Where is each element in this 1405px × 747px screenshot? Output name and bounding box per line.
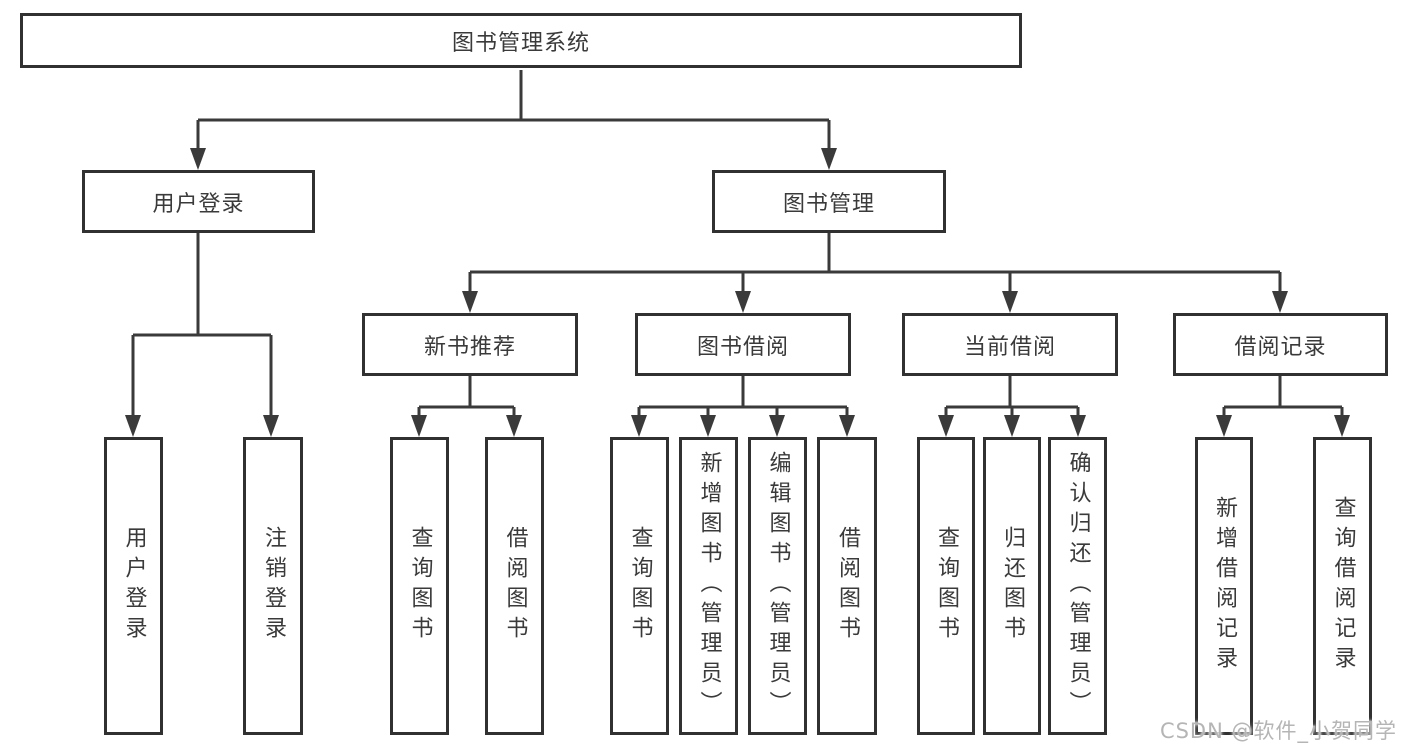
node-book-management-label: 图书管理	[782, 191, 875, 217]
node-borrow-records: 借阅记录	[1173, 313, 1388, 376]
leaf-borrow-book-recommend-label: 借阅图书	[502, 526, 528, 646]
node-user-login: 用户登录	[82, 170, 315, 233]
leaf-confirm-return-admin: 确认归还（管理员）	[1048, 437, 1107, 735]
leaf-add-book-admin: 新增图书（管理员）	[679, 437, 738, 735]
leaf-query-book-borrow: 查询图书	[610, 437, 669, 735]
node-book-borrow-label: 图书借阅	[696, 334, 789, 360]
node-current-borrow-label: 当前借阅	[963, 334, 1056, 360]
node-borrow-records-label: 借阅记录	[1234, 334, 1327, 360]
leaf-edit-book-admin: 编辑图书（管理员）	[748, 437, 807, 735]
leaf-logout: 注销登录	[243, 437, 303, 735]
leaf-return-book: 归还图书	[983, 437, 1041, 735]
csdn-watermark: CSDN @软件_小贺同学	[1159, 719, 1397, 743]
node-new-book-recommend-label: 新书推荐	[423, 334, 516, 360]
node-book-borrow: 图书借阅	[635, 313, 851, 376]
leaf-add-borrow-record: 新增借阅记录	[1195, 437, 1253, 735]
leaf-borrow-book-recommend: 借阅图书	[485, 437, 544, 735]
leaf-logout-label: 注销登录	[261, 526, 286, 646]
leaf-query-book-recommend: 查询图书	[390, 437, 449, 735]
node-root-label: 图书管理系统	[451, 30, 590, 56]
leaf-user-login-label: 用户登录	[121, 526, 147, 646]
leaf-confirm-return-admin-label: 确认归还（管理员）	[1065, 451, 1091, 721]
leaf-edit-book-admin-label: 编辑图书（管理员）	[765, 451, 791, 721]
node-current-borrow: 当前借阅	[902, 313, 1118, 376]
leaf-borrow-book-label: 借阅图书	[835, 526, 860, 646]
leaf-query-book-current-label: 查询图书	[934, 526, 959, 646]
leaf-return-book-label: 归还图书	[1000, 526, 1025, 646]
leaf-query-borrow-record-label: 查询借阅记录	[1330, 496, 1356, 676]
leaf-query-book-borrow-label: 查询图书	[627, 526, 653, 646]
node-new-book-recommend: 新书推荐	[362, 313, 578, 376]
node-user-login-label: 用户登录	[152, 191, 245, 217]
leaf-borrow-book: 借阅图书	[817, 437, 877, 735]
leaf-query-book-current: 查询图书	[917, 437, 975, 735]
leaf-user-login: 用户登录	[104, 437, 163, 735]
leaf-add-book-admin-label: 新增图书（管理员）	[696, 451, 722, 721]
node-book-management: 图书管理	[712, 170, 946, 233]
leaf-query-borrow-record: 查询借阅记录	[1313, 437, 1372, 735]
leaf-query-book-recommend-label: 查询图书	[407, 526, 433, 646]
leaf-add-borrow-record-label: 新增借阅记录	[1212, 496, 1237, 676]
node-root-system: 图书管理系统	[20, 13, 1022, 68]
